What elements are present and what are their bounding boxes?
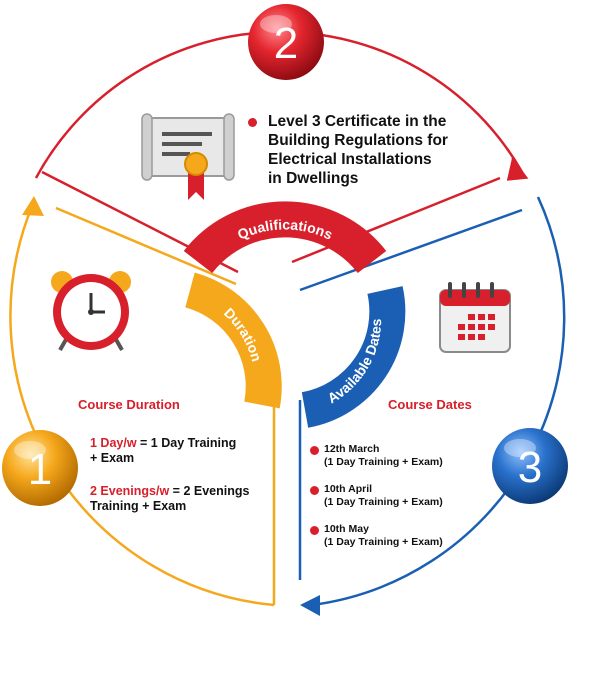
duration-item-text: Training + Exam	[90, 499, 187, 513]
qualification-line: Level 3 Certificate in the	[268, 113, 447, 130]
date-value: 10th April	[324, 483, 373, 495]
date-value: 10th May	[324, 523, 369, 535]
date-item: 12th March (1 Day Training + Exam)	[324, 443, 443, 469]
duration-item-text: = 2 Evenings	[169, 484, 250, 498]
date-bullet	[310, 526, 319, 535]
number-2: 2	[274, 19, 298, 68]
certificate-icon	[141, 113, 235, 200]
inner-ring	[183, 201, 406, 428]
sphere-3: 3	[492, 428, 568, 504]
duration-item: 1 Day/w = 1 Day Training + Exam	[90, 436, 236, 466]
duration-item-highlight: 1 Day/w	[90, 436, 137, 450]
date-bullet	[310, 486, 319, 495]
date-item: 10th April (1 Day Training + Exam)	[324, 483, 443, 509]
date-bullet	[310, 446, 319, 455]
course-duration-heading: Course Duration	[78, 397, 180, 412]
number-3: 3	[518, 443, 542, 492]
alarm-clock-icon	[51, 271, 131, 351]
duration-item: 2 Evenings/w = 2 Evenings Training + Exa…	[90, 484, 249, 514]
sphere-1: 1	[2, 430, 78, 506]
number-1: 1	[28, 445, 52, 494]
duration-item-text: = 1 Day Training	[136, 436, 237, 450]
duration-item-text: + Exam	[90, 451, 135, 465]
sphere-2: 2	[248, 4, 324, 80]
qualification-bullet	[248, 118, 257, 127]
calendar-icon	[439, 282, 511, 353]
date-item: 10th May (1 Day Training + Exam)	[324, 523, 443, 549]
qualification-line: Building Regulations for	[268, 132, 448, 149]
date-detail: (1 Day Training + Exam)	[324, 536, 443, 548]
date-detail: (1 Day Training + Exam)	[324, 496, 443, 508]
date-detail: (1 Day Training + Exam)	[324, 456, 443, 468]
course-dates-heading: Course Dates	[388, 397, 472, 412]
qualification-title: Level 3 Certificate in the Building Regu…	[268, 112, 528, 188]
qualification-line: Electrical Installations	[268, 151, 432, 168]
date-value: 12th March	[324, 443, 380, 455]
qualification-line: in Dwellings	[268, 170, 359, 187]
duration-item-highlight: 2 Evenings/w	[90, 484, 170, 498]
